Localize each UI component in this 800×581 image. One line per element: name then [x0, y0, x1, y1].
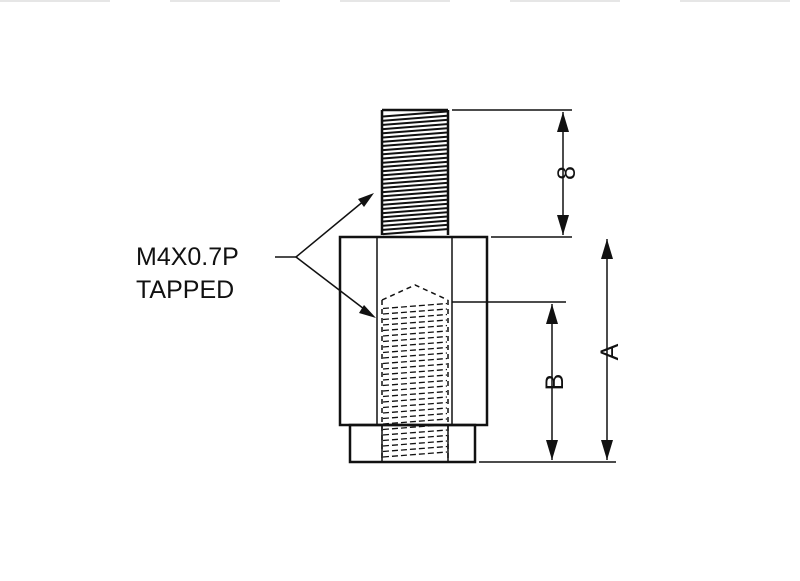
tapped-hole: [381, 284, 449, 462]
tap-thread-crest: [382, 341, 448, 348]
tap-thread-crest: [382, 324, 448, 332]
stud-thread-crest: [382, 181, 448, 189]
tap-thread-crest: [382, 429, 448, 436]
dim-arrow-body-top: [601, 239, 613, 259]
dim-label-stud: 8: [553, 166, 581, 180]
stud-thread-crest: [382, 190, 448, 198]
dimension-thread-depth: B: [452, 301, 569, 460]
tap-thread-crest: [382, 374, 448, 381]
tap-thread-crest: [382, 440, 448, 447]
stud-thread-crest: [382, 152, 448, 160]
tap-thread-crest: [382, 418, 448, 425]
dimension-stud-length: 8: [452, 109, 581, 238]
tap-thread-crest: [382, 330, 448, 337]
tap-thread-crest: [382, 319, 448, 326]
stud-thread-crest: [382, 110, 448, 118]
tap-thread-crest: [382, 308, 448, 315]
stud-thread-crest: [382, 173, 448, 181]
tap-thread-crest: [382, 390, 448, 398]
leader-arrow-tap: [359, 305, 376, 318]
stud-thread-crest: [382, 148, 448, 156]
dim-label-body: A: [596, 343, 624, 360]
dim-arrow-stud-bottom: [557, 215, 569, 235]
stud-thread-crest: [382, 177, 448, 185]
hex-body-outline: [338, 235, 489, 427]
dim-arrow-stud-top: [557, 112, 569, 132]
dimension-body-length: A: [479, 239, 624, 463]
thread-callout: M4X0.7P TAPPED: [136, 193, 376, 318]
stud-thread-crest: [382, 194, 448, 202]
dim-arrow-body-bottom: [601, 440, 613, 460]
stud-thread-crest: [382, 131, 448, 139]
tap-thread-lines: [382, 302, 448, 458]
tap-thread-crest: [382, 379, 448, 387]
stud-thread-crest: [382, 118, 448, 126]
stud-thread-crest: [382, 135, 448, 143]
leader-to-tap: [295, 256, 369, 313]
callout-tapped: TAPPED: [136, 276, 234, 304]
stud-thread-crest: [382, 198, 448, 206]
dim-arrow-tap-top: [546, 304, 558, 324]
tap-thread-crest: [382, 352, 448, 359]
tap-thread-crest: [382, 313, 448, 321]
stud-thread-crest: [382, 207, 448, 215]
tap-thread-crest: [382, 363, 448, 370]
stud-thread-crest: [382, 160, 448, 168]
drill-point: [381, 284, 449, 301]
hex-body: [338, 235, 489, 427]
collar-outline: [348, 423, 477, 464]
tap-thread-crest: [382, 423, 448, 431]
stud-thread-crest: [382, 156, 448, 164]
tap-thread-crest: [382, 445, 448, 453]
stud-thread-crest: [382, 169, 448, 177]
stud-thread-lines: [382, 110, 448, 236]
stud-thread-crest: [382, 211, 448, 219]
stud-thread-crest: [382, 186, 448, 194]
tap-thread-crest: [382, 335, 448, 343]
tap-thread-crest: [382, 385, 448, 392]
leader-to-stud: [295, 199, 366, 258]
dim-label-tap: B: [541, 374, 569, 391]
stud-thread-crest: [382, 165, 448, 173]
tap-thread-crest: [382, 401, 448, 409]
leader-arrow-stud: [358, 193, 374, 207]
tap-thread-crest: [382, 396, 448, 403]
tap-thread-crest: [382, 302, 448, 310]
stud-thread: [380, 108, 450, 236]
tap-thread-crest: [382, 412, 448, 420]
stud-thread-crest: [382, 219, 448, 227]
tap-thread-crest: [382, 357, 448, 365]
callout-thread-spec: M4X0.7P: [136, 243, 239, 271]
stud-thread-crest: [382, 215, 448, 223]
tap-thread-crest: [382, 346, 448, 354]
stud-thread-crest: [382, 127, 448, 135]
tap-thread-crest: [382, 407, 448, 414]
stud-thread-crest: [382, 228, 448, 236]
stud-thread-crest: [382, 139, 448, 147]
stud-thread-crest: [382, 114, 448, 122]
stud-thread-crest: [382, 202, 448, 210]
stud-thread-crest: [382, 144, 448, 152]
tap-thread-crest: [382, 368, 448, 376]
dim-arrow-tap-bottom: [546, 440, 558, 460]
stud-thread-crest: [382, 123, 448, 131]
stud-thread-crest: [382, 223, 448, 231]
tap-thread-crest: [382, 451, 448, 458]
tap-thread-crest: [382, 434, 448, 442]
